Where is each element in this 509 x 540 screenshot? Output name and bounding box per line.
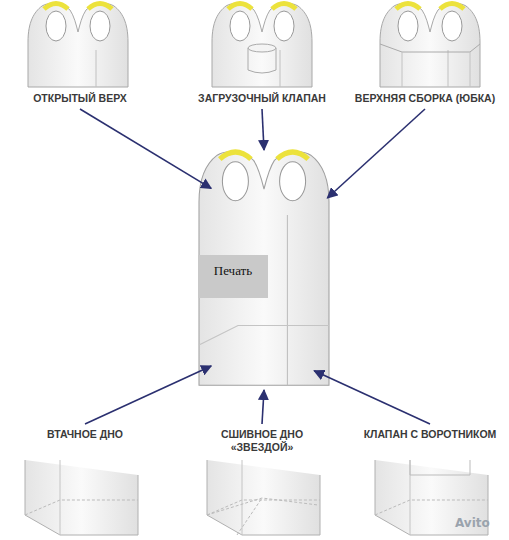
bag-variant: КЛАПАН С ВОРОТНИКОМ bbox=[360, 428, 500, 441]
bag-variant: ВТАЧНОЕ ДНО bbox=[30, 428, 140, 441]
arrow bbox=[262, 109, 264, 150]
variant-label: ВТАЧНОЕ ДНО bbox=[30, 428, 140, 441]
variant-label: СШИВНОЕ ДНО «ЗВЕЗДОЙ» bbox=[190, 428, 334, 454]
arrow bbox=[314, 371, 430, 424]
variant-label: ЗАГРУЗОЧНЫЙ КЛАПАН bbox=[195, 92, 329, 105]
arrow bbox=[85, 366, 211, 424]
variant-label: КЛАПАН С ВОРОТНИКОМ bbox=[360, 428, 500, 441]
arrow bbox=[80, 109, 211, 188]
bag-variant: ВЕРХНЯЯ СБОРКА (ЮБКА) bbox=[350, 92, 500, 105]
watermark: Avito bbox=[455, 516, 490, 530]
bag-variant: ЗАГРУЗОЧНЫЙ КЛАПАН bbox=[195, 92, 329, 105]
variant-label: ВЕРХНЯЯ СБОРКА (ЮБКА) bbox=[350, 92, 500, 105]
bag-variant: ОТКРЫТЫЙ ВЕРХ bbox=[20, 92, 140, 105]
print-area: Печать bbox=[198, 255, 268, 298]
variant-label: ОТКРЫТЫЙ ВЕРХ bbox=[20, 92, 140, 105]
big-bag: Печать bbox=[198, 150, 330, 390]
bag-variant: СШИВНОЕ ДНО «ЗВЕЗДОЙ» bbox=[190, 428, 334, 454]
arrow bbox=[262, 390, 264, 424]
arrow bbox=[327, 109, 425, 198]
